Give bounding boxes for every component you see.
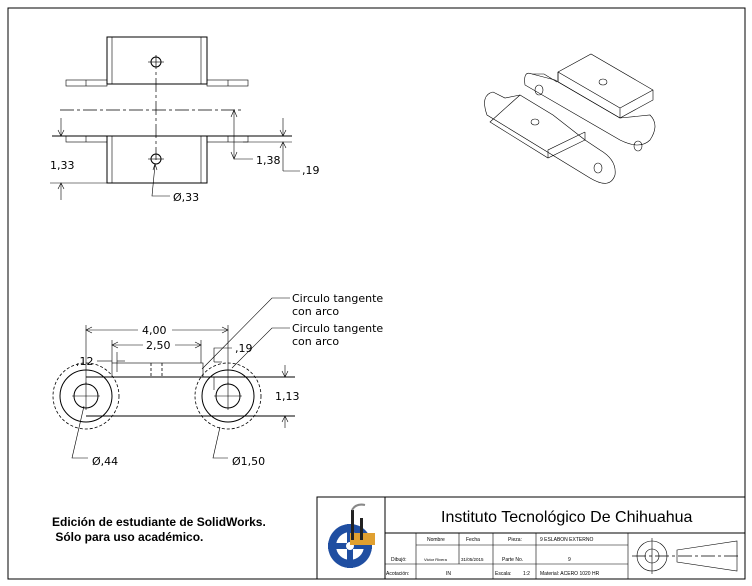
scale-label: Escala:: [495, 571, 511, 577]
drawn-label: Dibujó:: [391, 557, 407, 563]
dim-plate-length: 2,50: [146, 339, 171, 352]
watermark-line-2: Sólo para uso académico.: [52, 530, 204, 544]
part-no: 9: [568, 557, 571, 563]
dim-hole-diameter: Ø,33: [173, 191, 199, 204]
note-2-line-1: Circulo tangente: [292, 322, 383, 335]
units: IN: [446, 571, 451, 577]
lower-plate: [106, 135, 208, 184]
header-pieza: Pieza:: [508, 537, 522, 543]
student-edition-watermark: Edición de estudiante de SolidWorks. Sól…: [52, 515, 266, 545]
dim-pitch: 4,00: [142, 324, 167, 337]
isometric-view: [484, 53, 656, 184]
watermark-line-1: Edición de estudiante de SolidWorks.: [52, 515, 266, 529]
note-2-line-2: con arco: [292, 335, 339, 348]
dim-plate-thickness: ,19: [235, 342, 253, 355]
dim-pin-hole: Ø,44: [92, 455, 118, 468]
part-no-label: Parte No.: [502, 557, 523, 563]
dim-offset: ,12: [76, 355, 94, 368]
top-view: 1,33 1,38 ,19 Ø,33: [50, 36, 320, 204]
header-nombre: Nombre: [427, 537, 445, 543]
piece-name: 9 ESLABON EXTERNO: [540, 537, 593, 543]
institution-logo: [328, 503, 375, 568]
dim-outer-diameter: Ø1,50: [232, 455, 265, 468]
title-block: Instituto Tecnológico De Chihuahua Nombr…: [316, 496, 746, 580]
upper-flange-right: [206, 79, 249, 87]
institution-name: Instituto Tecnológico De Chihuahua: [441, 509, 693, 526]
side-view: 4,00 2,50 ,12 ,19 1,13 Ø,44 Ø1,50 Circul…: [52, 292, 383, 468]
units-label: Acotación:: [386, 571, 409, 577]
dim-height: 1,13: [275, 390, 300, 403]
projection-symbol-icon: [632, 538, 740, 574]
note-1-line-1: Circulo tangente: [292, 292, 383, 305]
header-fecha: Fecha: [466, 537, 480, 543]
drawn-by: Victor Rivera: [424, 557, 448, 562]
upper-flange-left: [65, 79, 108, 87]
top-plate: [111, 362, 204, 378]
dim-height: 1,33: [50, 159, 75, 172]
drawing-date: 31/05/2015: [461, 557, 484, 562]
dim-flange: ,19: [302, 164, 320, 177]
dim-hole-offset: 1,38: [256, 154, 281, 167]
material: Material: ACERO 1020 HR: [540, 571, 600, 577]
upper-plate: [106, 36, 208, 85]
note-1-line-2: con arco: [292, 305, 339, 318]
scale: 1:2: [523, 571, 530, 577]
